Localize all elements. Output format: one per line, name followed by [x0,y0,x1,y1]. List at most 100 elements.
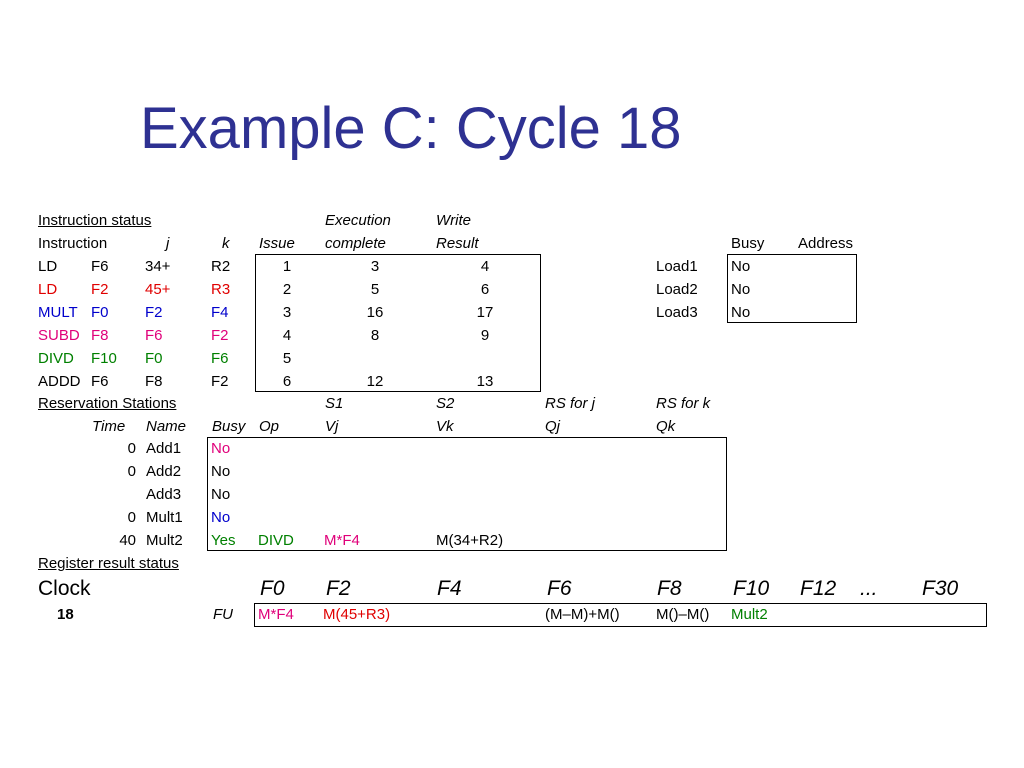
result-header: Result [436,235,479,252]
register-result-status-heading: Register result status [38,555,179,572]
register-status-box [254,603,987,627]
qj-header: Qj [545,418,560,435]
instruction-status-box [255,254,541,392]
instr-issue: 2 [282,281,292,298]
reg-value-f0: M*F4 [258,606,294,623]
rs-op: DIVD [258,532,294,549]
rs-time: 0 [127,509,136,526]
instr-k: F4 [211,304,229,321]
rs-busy: No [211,440,231,457]
rs-busy: No [211,509,231,526]
instr-write: 4 [480,258,490,275]
reg-value-f10: Mult2 [731,606,768,623]
clock-value: 18 [57,606,74,623]
vj-header: Vj [325,418,339,435]
reg-header-f2: F2 [326,577,351,600]
rs-busy: Yes [211,532,236,549]
rs-name: Add3 [146,486,182,503]
instr-issue: 1 [282,258,292,275]
load-busy-header: Busy [731,235,765,252]
op-header: Op [259,418,280,435]
instr-op: DIVD [38,350,74,367]
reservation-stations-heading: Reservation Stations [38,395,177,412]
execution-header: Execution [325,212,391,229]
instr-j: F2 [145,304,163,321]
instr-issue: 4 [282,327,292,344]
instr-write: 17 [476,304,494,321]
s2-header: S2 [436,395,455,412]
instr-j: 45+ [145,281,171,298]
load-buffer-busy: No [731,281,751,298]
rs-time: 0 [127,440,136,457]
rs-for-k-header: RS for k [656,395,711,412]
s1-header: S1 [325,395,344,412]
name-header: Name [146,418,187,435]
instr-issue: 5 [282,350,292,367]
rs-busy-header: Busy [212,418,246,435]
complete-header: complete [325,235,386,252]
instr-k: F6 [211,350,229,367]
instr-k: R3 [211,281,231,298]
instr-write: 6 [480,281,490,298]
reservation-station-box [207,437,727,551]
instr-exec: 12 [366,373,384,390]
reg-header-f10: F10 [733,577,770,600]
reg-value-f8: M()–M() [656,606,710,623]
instr-issue: 3 [282,304,292,321]
instr-dst: F6 [91,373,109,390]
reg-header-f30: F30 [922,577,959,600]
instr-j: 34+ [145,258,171,275]
instruction-status-heading: Instruction status [38,212,152,229]
rs-time: 0 [127,463,136,480]
reg-value-f2: M(45+R3) [323,606,391,623]
reg-value-f6: (M–M)+M() [545,606,620,623]
load-buffer-box [727,254,857,323]
rs-name: Add1 [146,440,182,457]
issue-header: Issue [259,235,295,252]
load-buffer-name: Load1 [656,258,698,275]
instr-op: ADDD [38,373,81,390]
rs-time: 40 [119,532,136,549]
instr-op: LD [38,281,58,298]
rs-name: Mult1 [146,509,183,526]
reg-header-f4: F4 [437,577,462,600]
rs-for-j-header: RS for j [545,395,596,412]
instr-j: F8 [145,373,163,390]
qk-header: Qk [656,418,676,435]
reg-header-ellipsis: ... [860,577,878,600]
instr-k: F2 [211,327,229,344]
instr-exec: 3 [370,258,380,275]
rs-busy: No [211,486,231,503]
j-header: j [166,235,170,252]
page-title: Example C: Cycle 18 [140,96,682,161]
rs-vj: M*F4 [324,532,360,549]
instr-exec: 8 [370,327,380,344]
instr-dst: F6 [91,258,109,275]
rs-vk: M(34+R2) [436,532,504,549]
rs-name: Add2 [146,463,182,480]
k-header: k [222,235,230,252]
instr-issue: 6 [282,373,292,390]
instr-exec: 5 [370,281,380,298]
clock-label: Clock [38,577,91,600]
instr-dst: F0 [91,304,109,321]
reg-header-f12: F12 [800,577,837,600]
instr-dst: F10 [91,350,117,367]
reg-header-f0: F0 [260,577,285,600]
instruction-header: Instruction [38,235,108,252]
instr-j: F6 [145,327,163,344]
instr-write: 13 [476,373,494,390]
reg-header-f6: F6 [547,577,572,600]
load-buffer-busy: No [731,304,751,321]
instr-op: MULT [38,304,78,321]
instr-k: F2 [211,373,229,390]
instr-k: R2 [211,258,231,275]
reg-header-f8: F8 [657,577,682,600]
instr-j: F0 [145,350,163,367]
rs-name: Mult2 [146,532,183,549]
instr-dst: F2 [91,281,109,298]
load-buffer-busy: No [731,258,751,275]
load-address-header: Address [798,235,854,252]
write-header: Write [436,212,471,229]
fu-label: FU [213,606,233,623]
